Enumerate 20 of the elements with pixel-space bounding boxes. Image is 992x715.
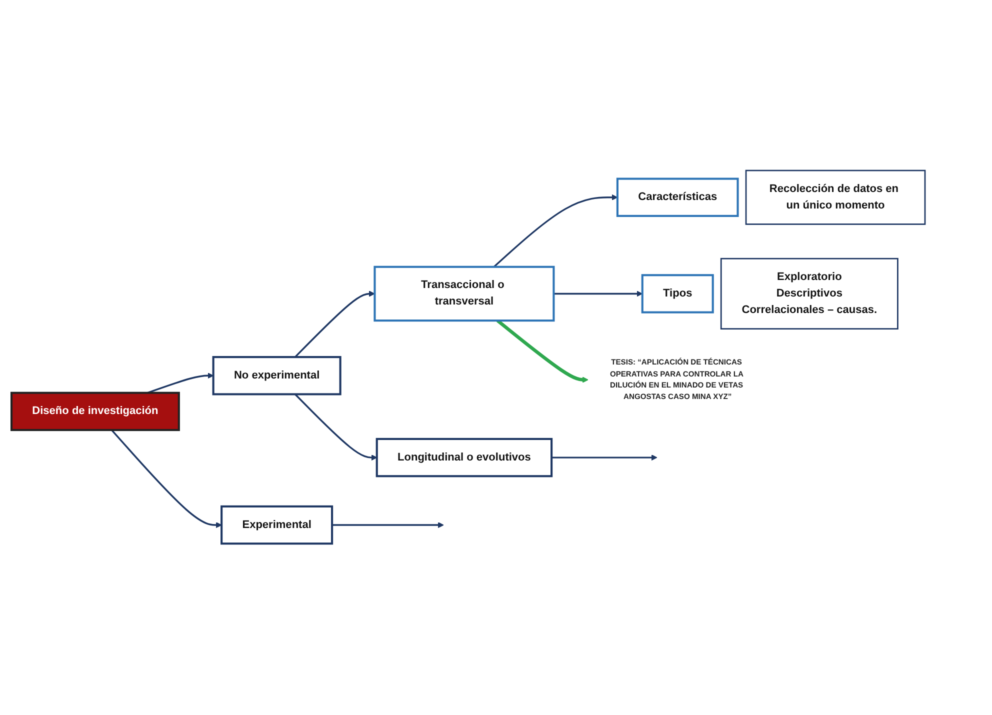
arrow — [493, 194, 618, 268]
node-label: Descriptivos — [776, 288, 842, 300]
node-box: Experimental — [220, 506, 334, 546]
arrow — [294, 394, 378, 462]
arrow — [111, 430, 222, 528]
arrow — [496, 320, 588, 384]
node-box: Longitudinal o evolutivos — [376, 438, 553, 478]
node-box: Tipos — [641, 274, 714, 314]
node-box: Características — [616, 178, 739, 218]
arrow — [332, 522, 444, 528]
arrow — [552, 454, 658, 462]
node-label: Correlacionales – causas. — [742, 304, 878, 316]
node-label: Recolección de datos en un único momento — [769, 183, 899, 212]
node-label: Exploratorio — [776, 271, 842, 284]
arrow — [554, 291, 643, 298]
node-box: Diseño de investigación — [10, 392, 180, 432]
node-box: Transaccional o transversal — [374, 266, 555, 322]
arrow — [294, 291, 375, 358]
node-box: No experimental — [212, 356, 342, 396]
arrow — [147, 373, 214, 394]
